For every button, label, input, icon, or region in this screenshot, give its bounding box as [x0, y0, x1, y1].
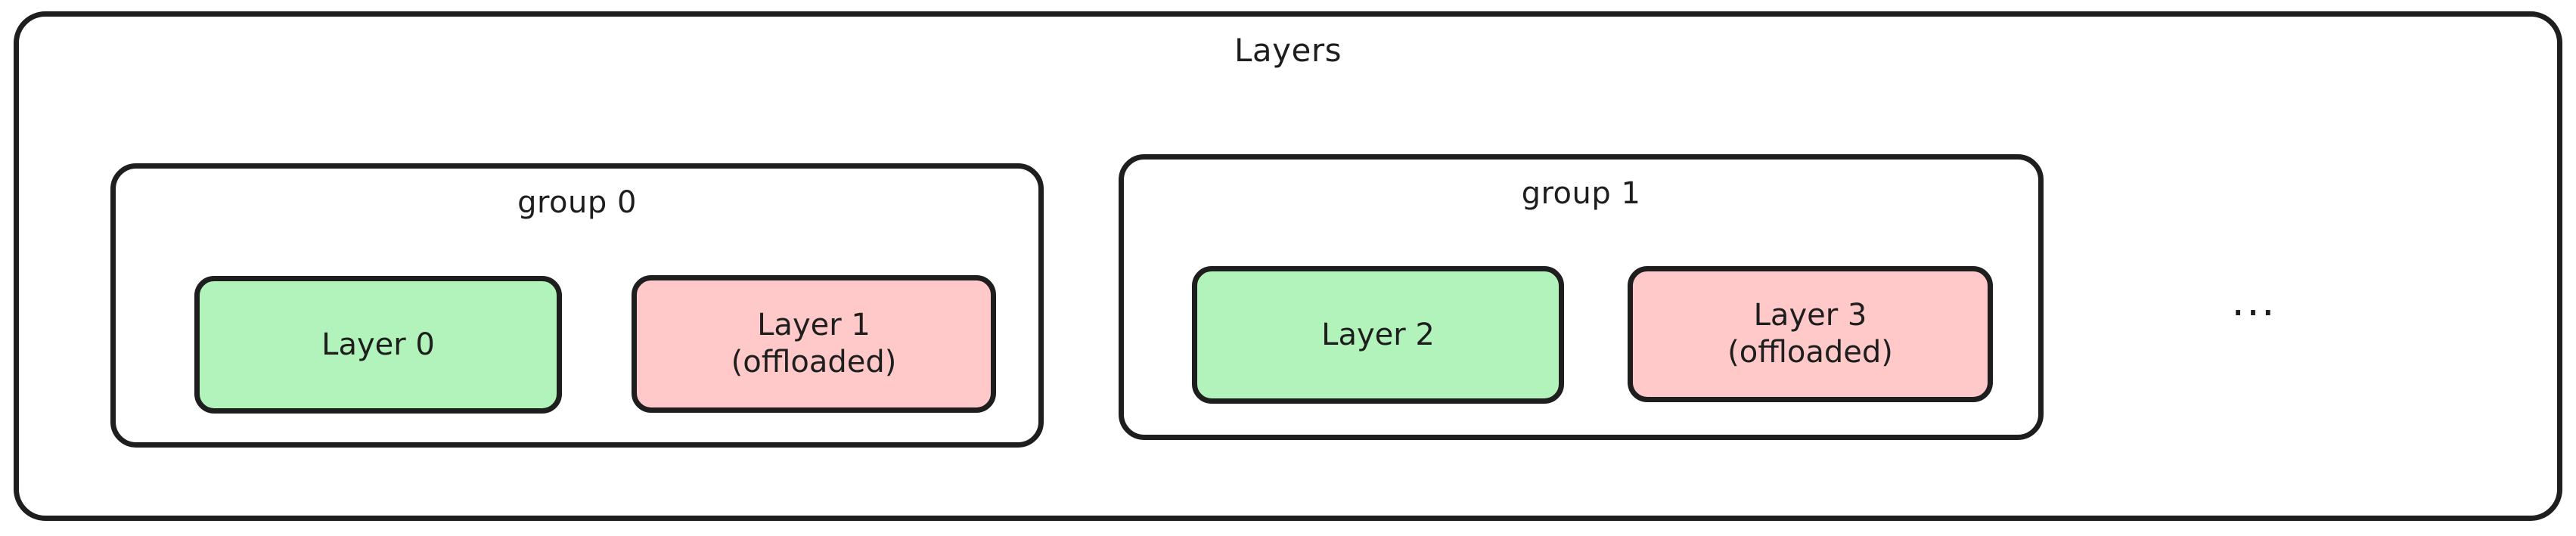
group-box-0: group 0 — [110, 163, 1044, 448]
layer-node-0[interactable]: Layer 0 — [194, 276, 562, 414]
layer-node-1-offloaded[interactable]: Layer 1 (offloaded) — [632, 275, 996, 413]
group-box-1: group 1 — [1119, 154, 2044, 440]
page-title: Layers — [1234, 32, 1342, 69]
group-label-1: group 1 — [1521, 176, 1641, 211]
layer-node-2[interactable]: Layer 2 — [1192, 266, 1564, 404]
group-label-0: group 0 — [517, 185, 637, 220]
ellipsis-more-groups: ... — [2231, 276, 2277, 326]
layer-node-3-offloaded[interactable]: Layer 3 (offloaded) — [1628, 266, 1993, 402]
layers-container — [14, 11, 2562, 521]
